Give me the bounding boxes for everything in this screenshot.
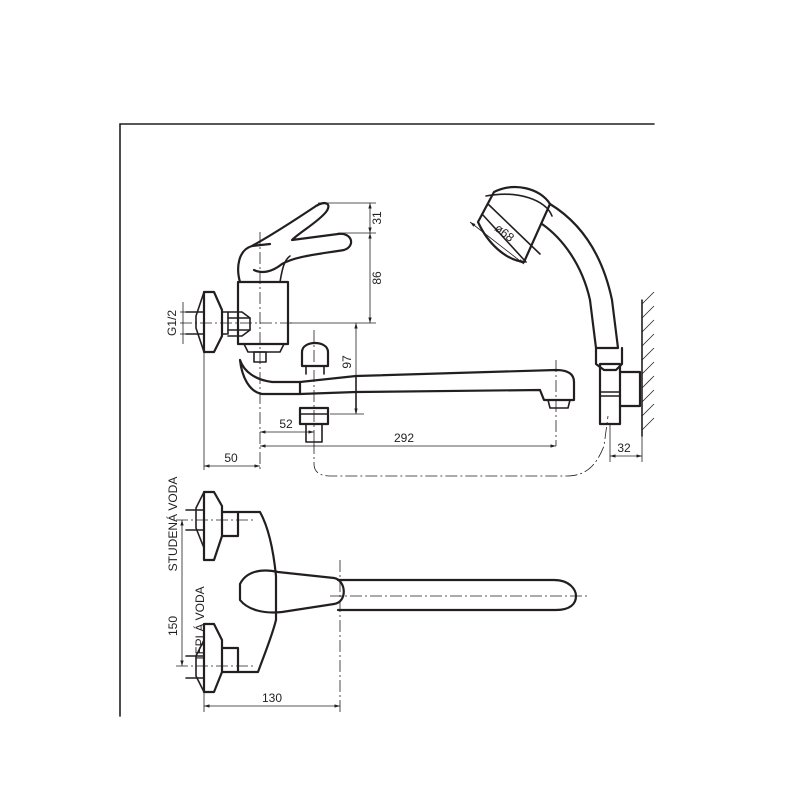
cold-connector [185,490,240,562]
diverter-knob [300,341,330,375]
dimension-50-label: 50 [224,451,238,465]
wall-holder [598,362,642,426]
dimension-32: 32 [609,424,643,462]
dimension-31-label: 31 [370,211,384,225]
side-view: 31 86 97 G1/2 52 292 [165,186,655,477]
dimension-86-label: 86 [370,271,384,285]
dimension-32-label: 32 [617,441,631,455]
wall-hatching [641,291,655,437]
dimension-97-label: 97 [340,355,354,369]
dimension-97: 97 [330,323,364,415]
dimension-130-label: 130 [262,691,282,705]
spout [238,358,576,413]
hot-water-label: TEPLÁ VODA [192,586,207,661]
mixer-lever [250,202,353,274]
dimension-d68-label: ø68 [492,221,517,245]
dimension-150: 150 [166,520,184,666]
top-center-lines [176,519,588,712]
hand-shower [476,186,624,372]
body-plan [236,510,278,674]
center-lines [180,232,557,470]
top-view: 150 130 STUDENÁ VODA TEPLÁ VODA [165,477,588,712]
dimension-150-label: 150 [166,616,180,636]
shower-hose-line [313,415,609,477]
dimension-52-label: 52 [279,417,293,431]
dimension-g12: G1/2 [165,302,186,344]
dimension-g12-label: G1/2 [165,310,179,336]
spout-plan [336,578,578,612]
dimension-292-label: 292 [394,431,414,445]
lever-plan [238,569,345,614]
dimension-292: 292 [260,431,556,448]
dimension-86: 86 [290,233,384,324]
cold-water-label: STUDENÁ VODA [165,477,180,572]
mixer-body [236,242,291,363]
dimension-50: 50 [203,352,260,470]
dimension-d68: ø68 [469,221,525,265]
drawing-frame [119,123,655,717]
dimension-52: 52 [260,417,314,434]
dimension-130: 130 [203,691,340,712]
